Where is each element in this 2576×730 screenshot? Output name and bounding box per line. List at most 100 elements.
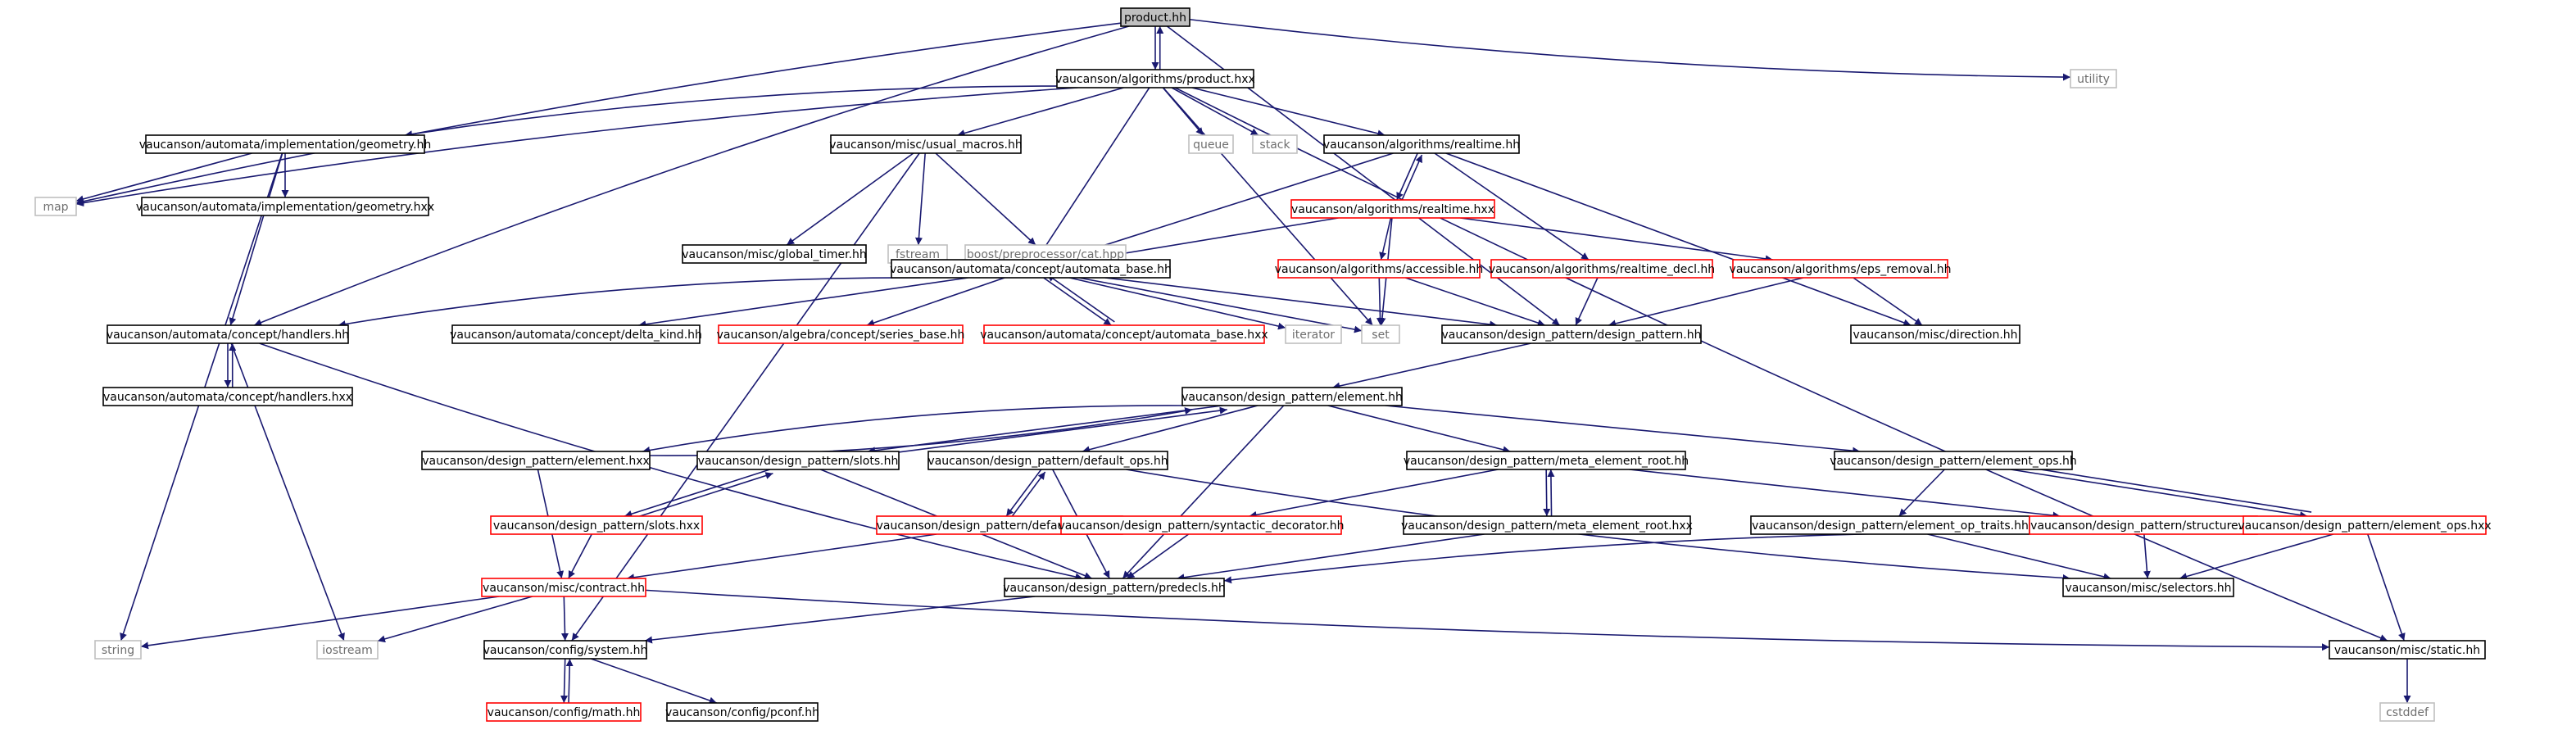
edge-product_hh-to-map — [75, 22, 1122, 206]
node-math_hh[interactable]: vaucanson/config/math.hh — [486, 702, 642, 722]
node-boost_cat[interactable]: boost/preprocessor/cat.hpp — [964, 244, 1127, 264]
node-delta_kind[interactable]: vaucanson/automata/concept/delta_kind.hh — [450, 324, 702, 344]
node-cstddef[interactable]: cstddef — [2379, 702, 2435, 722]
edge-element_hh-to-element_hxx — [642, 405, 1186, 454]
node-box — [1361, 324, 1400, 344]
node-label: vaucanson/design_pattern/syntactic_decor… — [1058, 519, 1344, 533]
node-label: vaucanson/design_pattern/element_ops.hh — [1830, 455, 2077, 468]
edge-predecls_hh-to-system_hh — [644, 596, 1036, 644]
node-utility[interactable]: utility — [2070, 69, 2117, 88]
edge-structure_hh-to-selectors_hh — [2143, 533, 2151, 579]
node-label: vaucanson/misc/global_timer.hh — [682, 248, 867, 261]
node-slots_hh[interactable]: vaucanson/design_pattern/slots.hh — [696, 451, 900, 470]
node-realtime_decl[interactable]: vaucanson/algorithms/realtime_decl.hh — [1489, 259, 1715, 279]
edge-accessible-to-set — [1376, 277, 1384, 326]
edge-eps_removal-to-design_pattern_hh — [1608, 277, 1804, 328]
node-label: vaucanson/design_pattern/predecls.hh — [1003, 582, 1225, 595]
node-element_ops_hh[interactable]: vaucanson/design_pattern/element_ops.hh — [1830, 451, 2077, 470]
node-label: vaucanson/algorithms/product.hxx — [1055, 73, 1255, 86]
node-handlers_hxx[interactable]: vaucanson/automata/concept/handlers.hxx — [102, 387, 353, 406]
edge-product_hxx-to-realtime_hh — [1191, 87, 1386, 138]
node-structure_hh[interactable]: vaucanson/design_pattern/structure.hh — [2029, 515, 2258, 535]
node-automata_base_hh[interactable]: vaucanson/automata/concept/automata_base… — [890, 259, 1172, 279]
node-box — [486, 702, 642, 722]
node-geometry_hxx[interactable]: vaucanson/automata/implementation/geomet… — [136, 197, 434, 216]
node-box — [696, 451, 900, 470]
node-usual_macros[interactable]: vaucanson/misc/usual_macros.hh — [829, 134, 1023, 154]
node-label: set — [1372, 329, 1390, 342]
edge-system_hh-to-math_hh — [560, 658, 569, 704]
edge-system_hh-to-pconf_hh — [590, 658, 718, 705]
edge-product_hxx-to-automata_base_hh — [1036, 87, 1150, 261]
edge-meta_root_hxx-to-meta_root_hh — [1547, 469, 1555, 516]
node-label: queue — [1193, 138, 1229, 152]
node-box — [1004, 578, 1225, 597]
node-realtime_hh[interactable]: vaucanson/algorithms/realtime.hh — [1323, 134, 1520, 154]
node-predecls_hh[interactable]: vaucanson/design_pattern/predecls.hh — [1003, 578, 1226, 597]
node-pconf_hh[interactable]: vaucanson/config/pconf.hh — [665, 702, 819, 722]
node-iterator[interactable]: iterator — [1285, 324, 1342, 344]
node-system_hh[interactable]: vaucanson/config/system.hh — [483, 640, 648, 660]
node-direction[interactable]: vaucanson/misc/direction.hh — [1850, 324, 2020, 344]
node-label: string — [102, 644, 134, 657]
node-set[interactable]: set — [1361, 324, 1400, 344]
edge-product_hxx-to-usual_macros — [957, 87, 1124, 137]
node-realtime_hxx[interactable]: vaucanson/algorithms/realtime.hxx — [1290, 199, 1495, 219]
node-meta_root_hxx[interactable]: vaucanson/design_pattern/meta_element_ro… — [1401, 515, 1693, 535]
node-element_op_traits[interactable]: vaucanson/design_pattern/element_op_trai… — [1750, 515, 2030, 535]
node-iostream[interactable]: iostream — [316, 640, 379, 660]
node-box — [1056, 69, 1254, 88]
node-handlers_hh[interactable]: vaucanson/automata/concept/handlers.hh — [107, 324, 349, 344]
node-global_timer[interactable]: vaucanson/misc/global_timer.hh — [682, 244, 867, 264]
node-syntactic_decorator[interactable]: vaucanson/design_pattern/syntactic_decor… — [1058, 515, 1345, 535]
node-label: vaucanson/config/pconf.hh — [665, 706, 819, 719]
node-label: vaucanson/algebra/concept/series_base.hh — [717, 329, 965, 342]
edge-syntactic_decorator-to-predecls_hh — [1126, 533, 1190, 579]
node-label: product.hh — [1124, 11, 1186, 25]
node-meta_root_hh[interactable]: vaucanson/design_pattern/meta_element_ro… — [1404, 451, 1689, 470]
node-box — [1252, 134, 1298, 154]
node-box — [1277, 259, 1481, 279]
node-map[interactable]: map — [34, 197, 77, 216]
node-element_ops_hxx[interactable]: vaucanson/design_pattern/element_ops.hxx — [2238, 515, 2492, 535]
node-eps_removal[interactable]: vaucanson/algorithms/eps_removal.hh — [1730, 259, 1952, 279]
node-label: vaucanson/algorithms/realtime.hxx — [1291, 203, 1494, 216]
edge-contract_hh-to-iostream — [377, 596, 533, 643]
edge-default_ops_hxx-to-default_ops_hh — [1009, 471, 1046, 519]
node-stack[interactable]: stack — [1252, 134, 1298, 154]
node-automata_base_hxx[interactable]: vaucanson/automata/concept/automata_base… — [980, 324, 1268, 344]
edge-product_hh-to-handlers_hh — [253, 25, 1130, 326]
edge-element_ops_hxx-to-element_ops_hh — [2015, 463, 2312, 513]
node-product_hh[interactable]: product.hh — [1120, 7, 1190, 27]
node-box — [927, 451, 1168, 470]
node-box — [94, 640, 142, 660]
node-element_hxx[interactable]: vaucanson/design_pattern/element.hxx — [421, 451, 651, 470]
node-label: vaucanson/misc/direction.hh — [1853, 329, 2017, 342]
node-selectors_hh[interactable]: vaucanson/misc/selectors.hh — [2062, 578, 2234, 597]
node-slots_hxx[interactable]: vaucanson/design_pattern/slots.hxx — [490, 515, 703, 535]
node-geometry_hh[interactable]: vaucanson/automata/implementation/geomet… — [139, 134, 432, 154]
node-static_hh[interactable]: vaucanson/misc/static.hh — [2329, 640, 2486, 660]
node-element_hh[interactable]: vaucanson/design_pattern/element.hh — [1181, 387, 1403, 406]
node-string[interactable]: string — [94, 640, 142, 660]
node-contract_hh[interactable]: vaucanson/misc/contract.hh — [481, 578, 646, 597]
edge-product_hxx-to-geometry_hh — [404, 85, 1058, 138]
node-box — [1285, 324, 1342, 344]
edge-default_ops_hh-to-selectors_hh — [1126, 469, 2070, 582]
node-box — [1323, 134, 1520, 154]
node-series_base[interactable]: vaucanson/algebra/concept/series_base.hh — [717, 324, 965, 344]
node-fstream[interactable]: fstream — [887, 244, 948, 264]
edge-design_pattern_hh-to-element_hh — [1332, 342, 1531, 390]
node-box — [451, 324, 701, 344]
node-label: utility — [2077, 73, 2110, 86]
node-queue[interactable]: queue — [1188, 134, 1234, 154]
node-label: vaucanson/automata/concept/automata_base… — [980, 329, 1268, 342]
node-box — [682, 244, 867, 264]
edge-slots_hh-to-element_hh — [873, 406, 1227, 456]
node-design_pattern_hh[interactable]: vaucanson/design_pattern/design_pattern.… — [1441, 324, 1702, 344]
node-accessible[interactable]: vaucanson/algorithms/accessible.hh — [1275, 259, 1484, 279]
node-default_ops_hh[interactable]: vaucanson/design_pattern/default_ops.hh — [927, 451, 1168, 470]
edge-meta_root_hxx-to-predecls_hh — [1177, 533, 1485, 582]
node-product_hxx[interactable]: vaucanson/algorithms/product.hxx — [1055, 69, 1255, 88]
